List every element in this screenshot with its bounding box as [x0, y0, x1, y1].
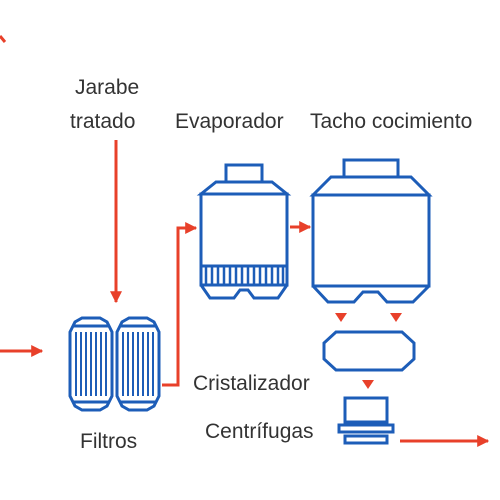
- centrifuges-label: Centrífugas: [205, 420, 314, 443]
- evaporator-label: Evaporador: [175, 110, 284, 133]
- syrup-label-line2: tratado: [70, 110, 135, 133]
- evaporator-vessel: [196, 163, 292, 300]
- pan-drop-arrow-right: [390, 313, 402, 322]
- filter-unit-2: [115, 316, 161, 412]
- crystallizer-vessel: [322, 330, 416, 372]
- centrifuge-unit: [337, 396, 395, 445]
- syrup-label-line1: Jarabe: [75, 76, 139, 99]
- pan-drop-arrow-left: [335, 313, 347, 322]
- filter-unit-1: [68, 316, 114, 412]
- vacuum-pan-label: Tacho cocimiento: [310, 110, 472, 133]
- crystallizer-to-centrifuge-arrow: [362, 380, 374, 389]
- filters-label: Filtros: [80, 430, 137, 453]
- vacuum-pan-vessel: [309, 158, 433, 304]
- crystallizer-label: Cristalizador: [193, 372, 310, 395]
- corner-mark: [0, 35, 7, 43]
- filters-to-evaporator-arrow: [162, 222, 198, 387]
